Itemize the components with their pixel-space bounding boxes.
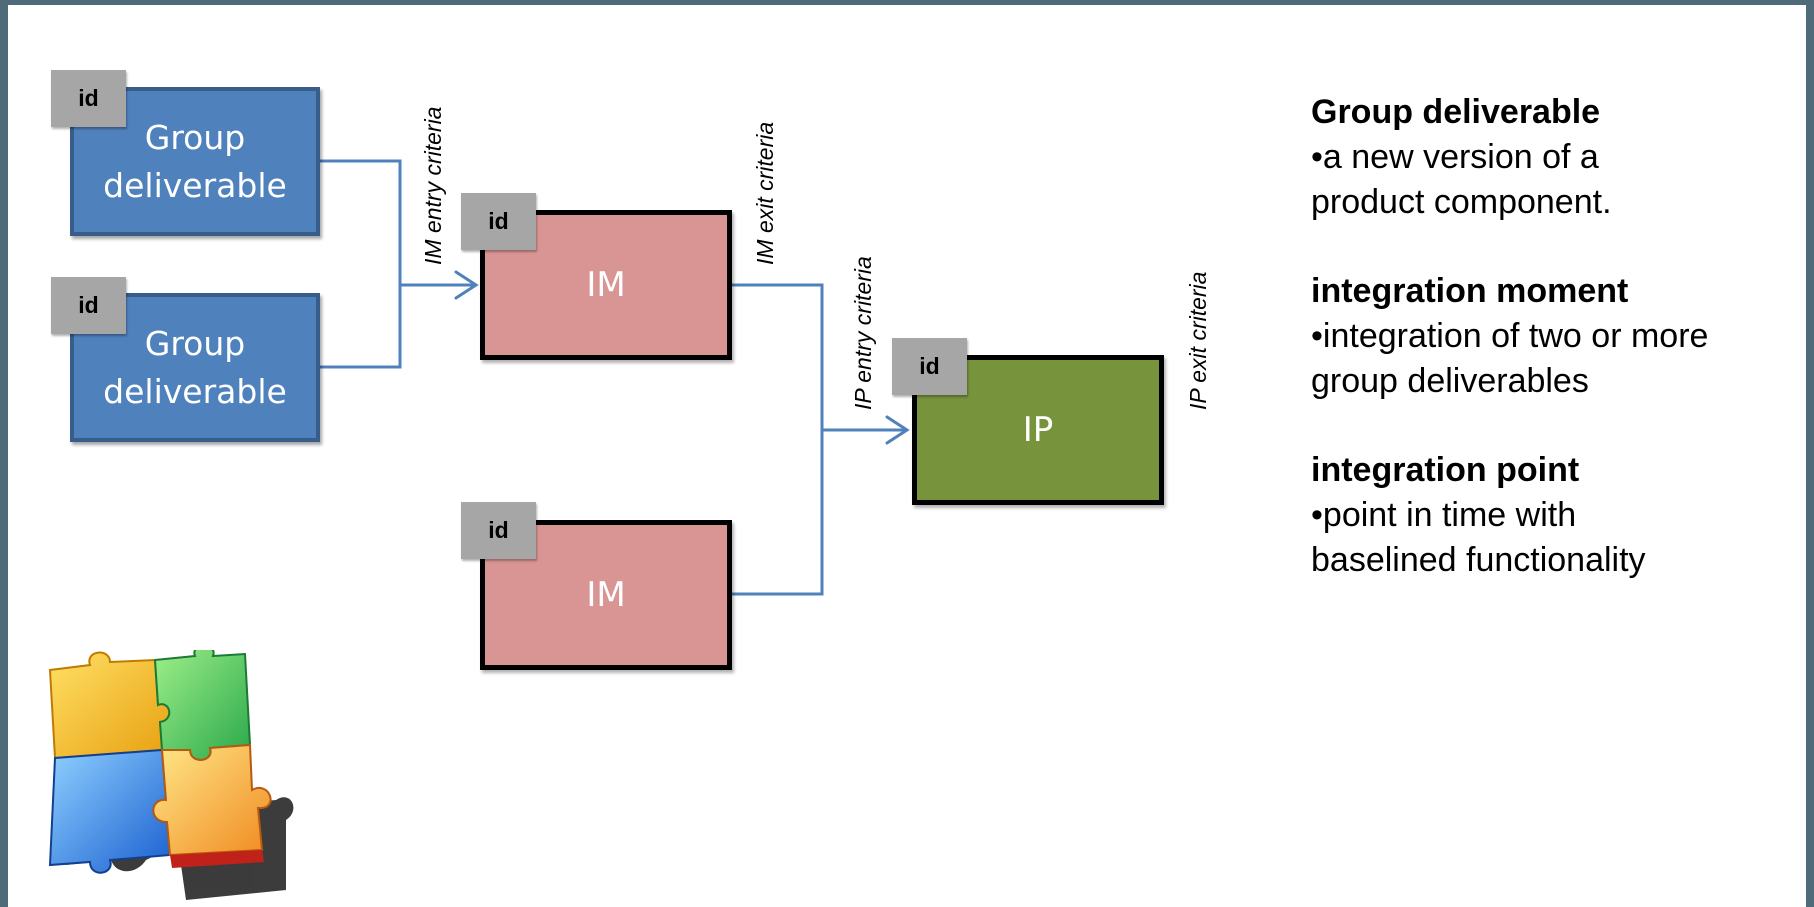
puzzle-piece-blue bbox=[48, 748, 172, 874]
connector-gd2-im1 bbox=[318, 283, 476, 369]
legend-desc: •a new version of a bbox=[1311, 138, 1599, 176]
integration-moment-node-2: IM bbox=[480, 520, 732, 670]
group-deliverable-1-label: Group deliverable bbox=[103, 117, 287, 205]
puzzle-piece-red-edge bbox=[170, 850, 264, 868]
connector-im2-ip bbox=[728, 428, 907, 596]
im-2-label: IM bbox=[586, 575, 626, 615]
legend-desc: baselined functionality bbox=[1311, 541, 1646, 579]
id-tag-gd2: id bbox=[51, 277, 126, 334]
ip-exit-criteria-label: IP exit criteria bbox=[1185, 271, 1211, 410]
legend-term: Group deliverable bbox=[1311, 93, 1601, 131]
group-deliverable-2-label: Group deliverable bbox=[103, 323, 287, 411]
legend-integration-point: integration point •point in time with ba… bbox=[1311, 448, 1781, 583]
puzzle-piece-orange bbox=[152, 743, 272, 857]
legend-desc: •integration of two or more bbox=[1311, 317, 1709, 355]
im-1-label: IM bbox=[586, 265, 626, 305]
legend-desc: group deliverables bbox=[1311, 362, 1589, 400]
connector-gd1-im1 bbox=[318, 159, 402, 285]
puzzle-piece-yellow bbox=[48, 651, 171, 760]
puzzle-piece-green bbox=[153, 650, 252, 761]
connector-im1-ip bbox=[728, 283, 824, 430]
im-exit-criteria-label: IM exit criteria bbox=[752, 121, 778, 265]
legend: Group deliverable •a new version of a pr… bbox=[1311, 90, 1781, 627]
group-deliverable-node-1: Group deliverable bbox=[70, 87, 320, 236]
legend-desc: product component. bbox=[1311, 183, 1612, 221]
legend-desc: •point in time with bbox=[1311, 496, 1577, 534]
ip-entry-criteria-label: IP entry criteria bbox=[850, 256, 876, 410]
integration-moment-node-1: IM bbox=[480, 210, 732, 360]
id-tag-gd1: id bbox=[51, 70, 126, 127]
id-tag-im1: id bbox=[461, 193, 536, 250]
puzzle-pieces-icon bbox=[48, 650, 294, 900]
arrowhead-im1 bbox=[454, 270, 479, 300]
ip-label: IP bbox=[1022, 410, 1054, 450]
im-entry-criteria-label: IM entry criteria bbox=[420, 106, 446, 265]
legend-group-deliverable: Group deliverable •a new version of a pr… bbox=[1311, 90, 1781, 225]
legend-integration-moment: integration moment •integration of two o… bbox=[1311, 269, 1781, 404]
id-tag-ip: id bbox=[892, 338, 967, 395]
integration-point-node: IP bbox=[912, 355, 1164, 505]
arrowhead-ip bbox=[885, 415, 910, 445]
id-tag-im2: id bbox=[461, 502, 536, 559]
legend-term: integration point bbox=[1311, 451, 1580, 489]
legend-term: integration moment bbox=[1311, 272, 1629, 310]
